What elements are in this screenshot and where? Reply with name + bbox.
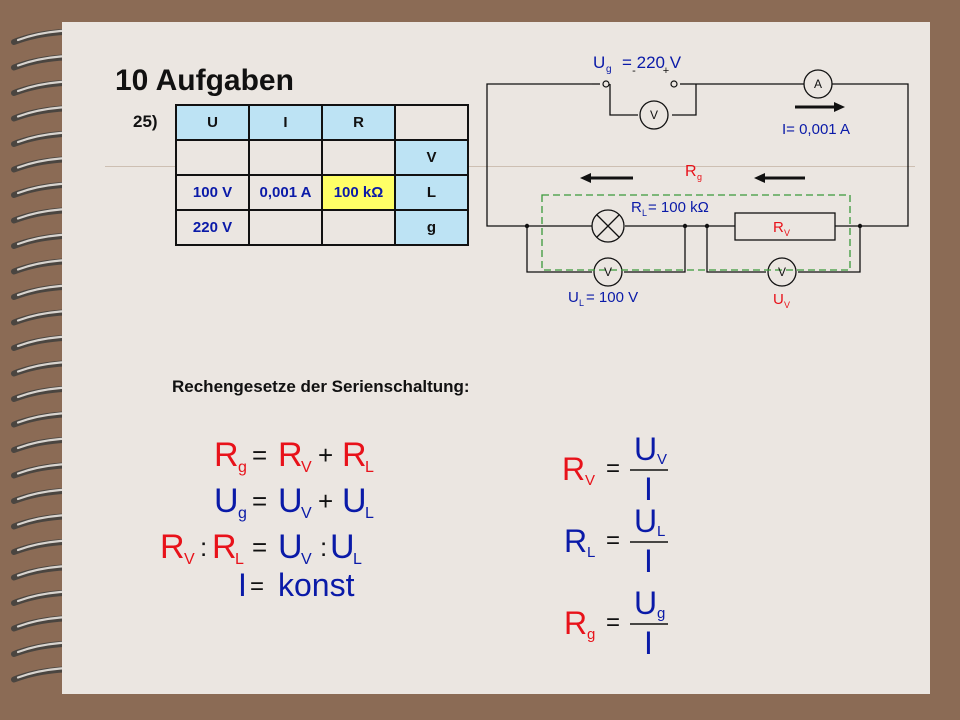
formula-subscript: V bbox=[301, 505, 312, 522]
formula-subscript: L bbox=[353, 551, 362, 568]
row-label: V bbox=[396, 141, 467, 174]
formula-subscript: L bbox=[587, 544, 595, 561]
ul-subscript: L bbox=[579, 298, 584, 308]
formula-subscript: V bbox=[301, 551, 312, 568]
formula-subscript: g bbox=[657, 605, 665, 622]
formula-subscript: V bbox=[184, 551, 195, 568]
table-cell-highlighted: 100 kΩ bbox=[323, 176, 394, 209]
rl-value: = 100 kΩ bbox=[648, 199, 709, 216]
rv-label: R bbox=[773, 219, 784, 236]
formula-constant: konst bbox=[278, 567, 355, 603]
header-cell-u: U bbox=[177, 106, 248, 139]
formula-symbol: R bbox=[342, 436, 367, 474]
voltmeter-label: V bbox=[604, 265, 612, 279]
header-spacer bbox=[396, 106, 467, 139]
formula-symbol: I bbox=[644, 543, 653, 579]
formula-symbol: I bbox=[238, 567, 247, 603]
table-cell bbox=[177, 141, 248, 174]
ammeter-label: A bbox=[814, 77, 822, 91]
current-label: I= 0,001 A bbox=[782, 121, 850, 138]
formula-operator: : bbox=[200, 532, 207, 562]
formula-operator: = bbox=[250, 573, 264, 600]
rl-subscript: L bbox=[642, 208, 647, 218]
value-table: U I R V 100 V 0,001 A 100 kΩ L 220 V g bbox=[175, 104, 469, 246]
formula-subscript: V bbox=[585, 472, 595, 489]
ug-subscript: g bbox=[606, 64, 612, 75]
table-cell: 0,001 A bbox=[250, 176, 321, 209]
formula-subscript: L bbox=[365, 505, 374, 522]
formula-subscript: V bbox=[301, 459, 312, 476]
formula-heading: Rechengesetze der Serienschaltung: bbox=[172, 377, 470, 396]
formula-symbol: U bbox=[634, 503, 657, 539]
uv-label: U bbox=[773, 291, 784, 308]
formula-subscript: g bbox=[587, 626, 595, 643]
formula-subscript: g bbox=[238, 459, 247, 476]
table-cell bbox=[250, 141, 321, 174]
formula-subscript: L bbox=[235, 551, 244, 568]
formula-operator: + bbox=[318, 440, 333, 470]
ul-value: = 100 V bbox=[586, 289, 638, 306]
formula-symbol: U bbox=[634, 585, 657, 621]
table-cell bbox=[323, 211, 394, 244]
formula-symbol: U bbox=[214, 482, 239, 520]
formula-symbol: I bbox=[644, 625, 653, 661]
formula-subscript: L bbox=[657, 523, 665, 540]
circuit-diagram: A V V V U g = 220 V - + I= 0,001 A R g R… bbox=[486, 53, 909, 310]
table-cell bbox=[250, 211, 321, 244]
formula-operator: = bbox=[252, 486, 267, 516]
formula-operator: = bbox=[252, 532, 267, 562]
formula-symbol: R bbox=[564, 605, 587, 641]
table-row: 100 V 0,001 A 100 kΩ L bbox=[177, 176, 467, 209]
ug-value: = 220 V bbox=[622, 53, 682, 72]
voltmeter-label: V bbox=[778, 265, 786, 279]
rg-label: R bbox=[685, 163, 697, 180]
formula-symbol: R bbox=[214, 436, 239, 474]
header-cell-i: I bbox=[250, 106, 321, 139]
formula-symbol: U bbox=[342, 482, 367, 520]
task-number: 25) bbox=[133, 112, 158, 131]
uv-subscript: V bbox=[784, 300, 790, 310]
formula-operator: + bbox=[318, 486, 333, 516]
rv-subscript: V bbox=[784, 228, 790, 238]
table-cell: 220 V bbox=[177, 211, 248, 244]
formula-symbol: U bbox=[330, 528, 355, 566]
formula-subscript: L bbox=[365, 459, 374, 476]
formula-subscript: V bbox=[657, 451, 667, 468]
table-header-row: U I R bbox=[177, 106, 467, 139]
ul-label: U bbox=[568, 289, 579, 306]
table-cell bbox=[323, 141, 394, 174]
table-cell: 100 V bbox=[177, 176, 248, 209]
formula-symbol: U bbox=[278, 482, 303, 520]
formula-symbol: R bbox=[160, 528, 185, 566]
page-title: 10 Aufgaben bbox=[115, 64, 294, 97]
table-row: V bbox=[177, 141, 467, 174]
divider-line bbox=[105, 166, 915, 167]
formula-operator: = bbox=[252, 440, 267, 470]
formula-symbol: U bbox=[278, 528, 303, 566]
formula-symbol: R bbox=[562, 451, 585, 487]
formula-symbol: I bbox=[644, 471, 653, 507]
minus-terminal-label: - bbox=[632, 65, 636, 77]
header-cell-r: R bbox=[323, 106, 394, 139]
formula-subscript: g bbox=[238, 505, 247, 522]
rg-subscript: g bbox=[697, 172, 702, 182]
rl-label: R bbox=[631, 199, 642, 216]
plus-terminal-label: + bbox=[663, 65, 669, 77]
formula-symbol: U bbox=[634, 431, 657, 467]
formula-symbol: R bbox=[564, 523, 587, 559]
formula-operator: : bbox=[320, 532, 327, 562]
voltmeter-label: V bbox=[650, 108, 658, 122]
formula-operator: = bbox=[606, 455, 620, 482]
row-label: L bbox=[396, 176, 467, 209]
formula-symbol: R bbox=[278, 436, 303, 474]
row-label: g bbox=[396, 211, 467, 244]
formula-operator: = bbox=[606, 527, 620, 554]
ug-label: U bbox=[593, 53, 605, 72]
formula-symbol: R bbox=[212, 528, 237, 566]
formula-area: R g = R V + R L U g = U V + U L R V : R … bbox=[160, 431, 668, 661]
table-row: 220 V g bbox=[177, 211, 467, 244]
formula-operator: = bbox=[606, 609, 620, 636]
